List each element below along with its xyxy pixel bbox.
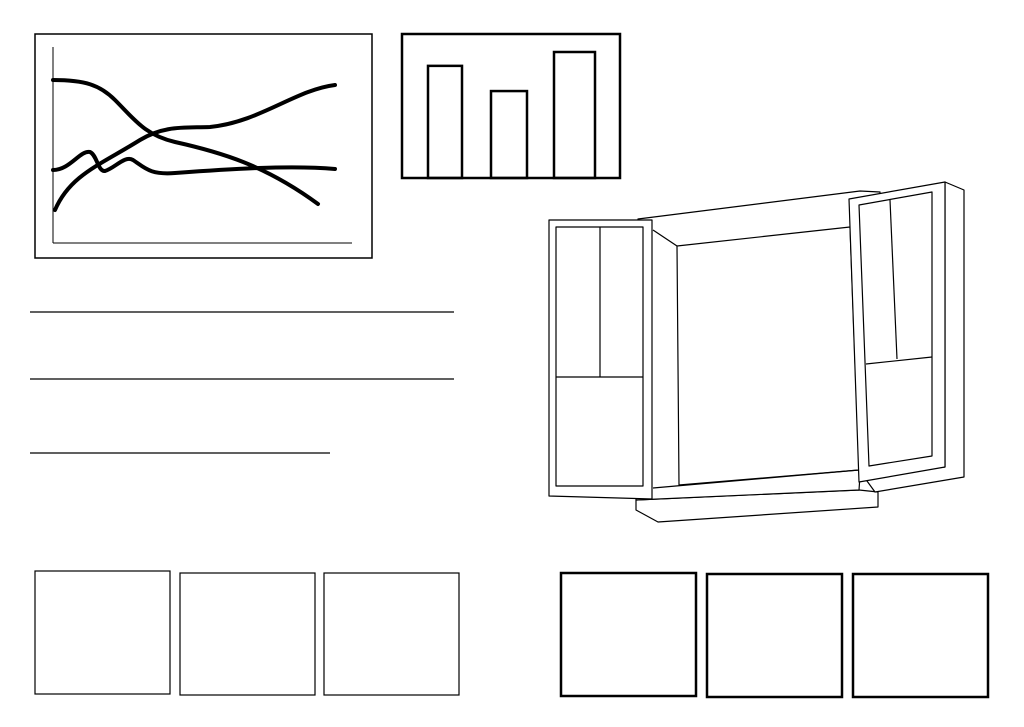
series-line-flat <box>51 149 337 176</box>
thumbnail-box[interactable] <box>34 570 171 695</box>
right-shutter-divider <box>865 356 933 365</box>
bar-chart-frame <box>400 32 622 180</box>
series-line-descending <box>51 78 320 206</box>
right-shutter-divider <box>889 199 898 360</box>
line-chart-thumbnail <box>34 33 373 259</box>
window-illustration <box>548 181 965 523</box>
window-opening <box>676 226 860 486</box>
thumbnail-box-bold[interactable] <box>559 571 698 698</box>
thumbnail-box-bold[interactable] <box>705 572 844 699</box>
frame-edge <box>652 469 860 489</box>
bar-chart-thumbnail <box>400 32 622 180</box>
thumbnail-box[interactable] <box>179 572 316 696</box>
bar-2 <box>489 89 529 180</box>
thumbnail-box-bold[interactable] <box>851 572 990 699</box>
thumbnail-box[interactable] <box>323 572 460 696</box>
bar-3 <box>552 50 597 180</box>
line-chart-frame <box>34 33 373 259</box>
frame-edge <box>652 229 678 247</box>
series-line-rising <box>53 83 337 212</box>
bar-1 <box>426 64 464 180</box>
